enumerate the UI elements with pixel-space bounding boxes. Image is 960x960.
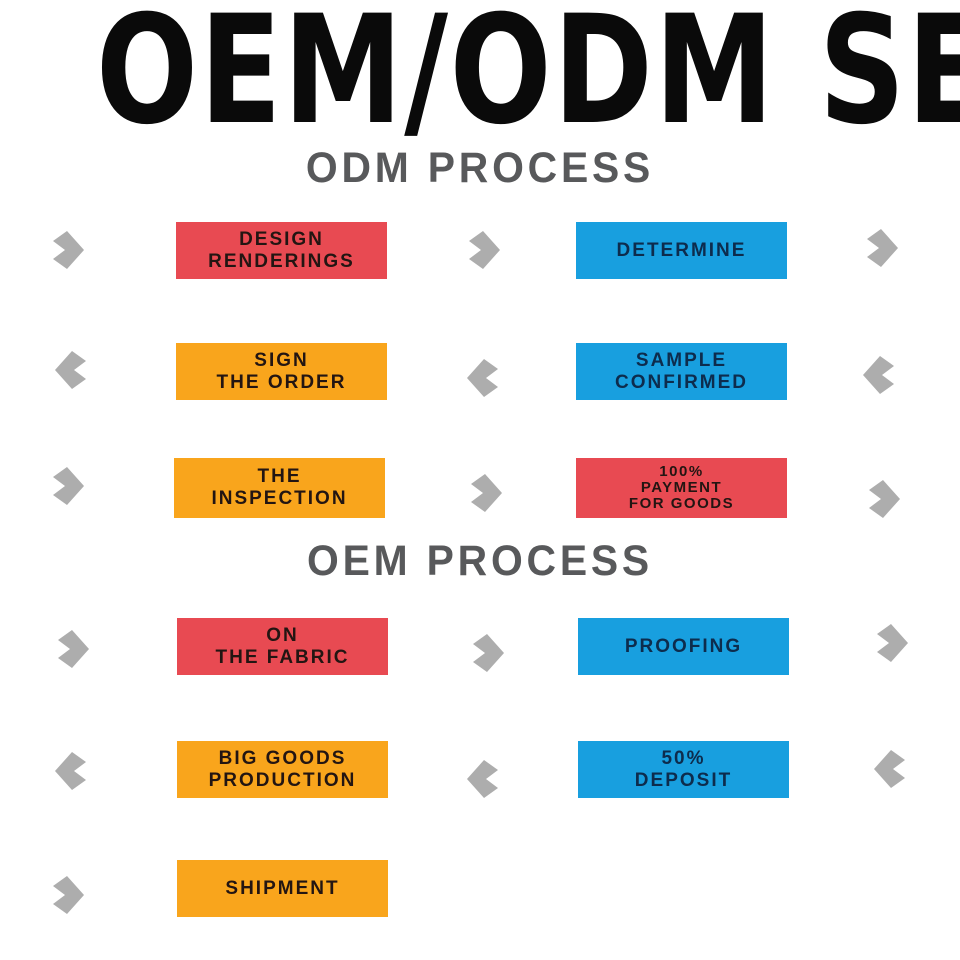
chevron-right-icon: [48, 465, 86, 507]
chevron-right-icon: [53, 628, 91, 670]
step-on-the-fabric: ON THE FABRIC: [177, 618, 388, 675]
step-100-percent-payment: 100% PAYMENT FOR GOODS: [576, 458, 787, 518]
chevron-right-icon: [466, 472, 504, 514]
chevron-right-icon: [872, 622, 910, 664]
step-determine: DETERMINE: [576, 222, 787, 279]
step-the-inspection: THE INSPECTION: [174, 458, 385, 518]
step-50-percent-deposit: 50% DEPOSIT: [578, 741, 789, 798]
chevron-left-icon: [465, 758, 503, 800]
chevron-right-icon: [48, 229, 86, 271]
section-heading-odm: ODM PROCESS: [305, 144, 655, 192]
chevron-right-icon: [468, 632, 506, 674]
page-title: OEM/ODM SERVICE: [96, 0, 960, 158]
step-sign-the-order: SIGN THE ORDER: [176, 343, 387, 400]
step-shipment: SHIPMENT: [177, 860, 388, 917]
chevron-right-icon: [48, 874, 86, 916]
step-design-renderings: DESIGN RENDERINGS: [176, 222, 387, 279]
step-proofing: PROOFING: [578, 618, 789, 675]
step-sample-confirmed: SAMPLE CONFIRMED: [576, 343, 787, 400]
chevron-right-icon: [464, 229, 502, 271]
chevron-right-icon: [864, 478, 902, 520]
chevron-left-icon: [53, 750, 91, 792]
chevron-right-icon: [862, 227, 900, 269]
chevron-left-icon: [53, 349, 91, 391]
step-big-goods-production: BIG GOODS PRODUCTION: [177, 741, 388, 798]
section-heading-oem: OEM PROCESS: [307, 537, 653, 585]
chevron-left-icon: [872, 748, 910, 790]
chevron-left-icon: [861, 354, 899, 396]
chevron-left-icon: [465, 357, 503, 399]
